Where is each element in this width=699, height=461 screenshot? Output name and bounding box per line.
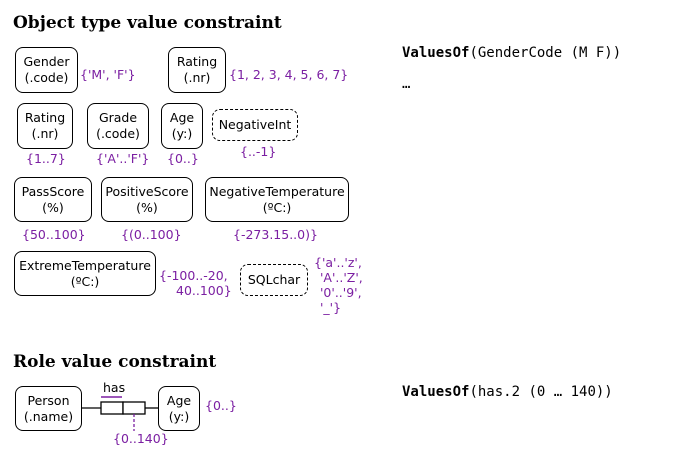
positive-score-entity[interactable]: PositiveScore (%) (101, 177, 193, 222)
extreme-temperature-constraint-line1: {-100..-20, (159, 268, 228, 283)
extreme-temperature-constraint-line2: 40..100} (176, 283, 232, 298)
rating-constraint-2: {1..7} (26, 151, 66, 166)
gender-ref: (.code) (24, 70, 69, 85)
pass-score-entity[interactable]: PassScore (%) (14, 177, 92, 222)
sqlchar-constraint-line2: 'A'..'Z', (320, 270, 363, 285)
grade-constraint: {'A'..'F'} (96, 151, 150, 166)
sqlchar-constraint-line1: {'a'..'z', (314, 255, 362, 270)
age-constraint-1: {0..} (167, 151, 199, 166)
rating-entity-2[interactable]: Rating (.nr) (17, 103, 73, 149)
age-entity-2[interactable]: Age (y:) (158, 386, 200, 431)
grade-name: Grade (98, 110, 138, 125)
code-line-1: ValuesOf(GenderCode (M F)) (402, 45, 621, 61)
gender-entity[interactable]: Gender (.code) (15, 47, 78, 93)
positive-score-name: PositiveScore (105, 183, 189, 199)
pass-score-constraint: {50..100} (22, 227, 86, 242)
rating-name-1: Rating (176, 54, 218, 69)
rating-constraint-1: {1, 2, 3, 4, 5, 6, 7} (229, 67, 349, 82)
rating-name-2: Rating (24, 110, 66, 125)
age-entity-1[interactable]: Age (y:) (161, 103, 203, 149)
pass-score-ref: (%) (42, 199, 64, 215)
code-line-3: ValuesOf(has.2 (0 … 140)) (402, 384, 613, 400)
negative-temperature-entity[interactable]: NegativeTemperature (ºC:) (205, 177, 349, 222)
rating-ref-1: (.nr) (183, 70, 211, 85)
grade-ref: (.code) (96, 126, 140, 141)
code-line-2: … (402, 76, 411, 92)
code-keyword-1: ValuesOf (402, 45, 470, 61)
negative-temperature-name: NegativeTemperature (209, 183, 345, 199)
rating-entity-1[interactable]: Rating (.nr) (168, 47, 226, 93)
role-constraint: {0..140} (113, 431, 169, 446)
role-box-2 (122, 401, 146, 415)
person-ref: (.name) (23, 408, 74, 424)
sqlchar-value-type[interactable]: SQLchar (240, 264, 308, 296)
object-type-heading: Object type value constraint (13, 13, 282, 33)
code-keyword-3: ValuesOf (402, 384, 470, 400)
fact-type-reading: has (103, 380, 126, 395)
age-ref-1: (y:) (171, 126, 193, 141)
rating-ref-2: (.nr) (31, 126, 59, 141)
gender-name: Gender (23, 54, 70, 69)
extreme-temperature-entity[interactable]: ExtremeTemperature (ºC:) (14, 251, 156, 296)
positive-score-constraint: {(0..100} (121, 227, 182, 242)
sqlchar-constraint-line4: '_'} (320, 300, 342, 315)
code-args-3: (has.2 (0 … 140)) (469, 384, 613, 400)
pass-score-name: PassScore (21, 183, 85, 199)
code-args-1: (GenderCode (M F)) (469, 45, 622, 61)
age-name-1: Age (169, 110, 195, 125)
negative-int-constraint: {..-1} (240, 144, 277, 159)
age-name-2: Age (166, 392, 192, 408)
extreme-temperature-ref: (ºC:) (70, 273, 100, 289)
role-heading: Role value constraint (13, 352, 217, 372)
person-name: Person (27, 392, 70, 408)
negative-int-value-type[interactable]: NegativeInt (212, 109, 298, 141)
sqlchar-name: SQLchar (247, 272, 301, 287)
age-constraint-2: {0..} (205, 398, 237, 413)
negative-temperature-constraint: {-273.15..0)} (233, 227, 318, 242)
positive-score-ref: (%) (136, 199, 158, 215)
person-entity[interactable]: Person (.name) (15, 386, 82, 431)
negative-temperature-ref: (ºC:) (262, 199, 292, 215)
gender-constraint: {'M', 'F'} (80, 67, 136, 82)
extreme-temperature-name: ExtremeTemperature (19, 257, 151, 273)
sqlchar-constraint-line3: '0'..'9', (320, 285, 362, 300)
age-ref-2: (y:) (168, 408, 190, 424)
negative-int-name: NegativeInt (218, 117, 292, 132)
grade-entity[interactable]: Grade (.code) (87, 103, 149, 149)
role-box-1 (100, 401, 124, 415)
